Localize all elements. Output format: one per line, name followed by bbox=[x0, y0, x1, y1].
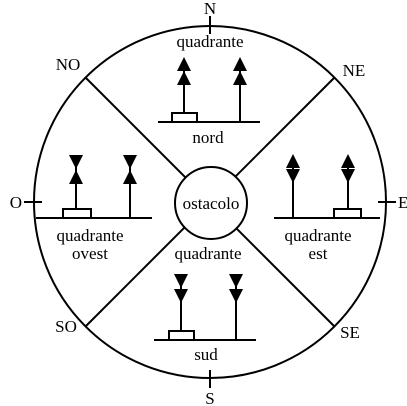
compass-label-south: S bbox=[205, 389, 214, 406]
obstacle-label: ostacolo bbox=[183, 194, 240, 213]
west-quadrant-label-line1: quadrante bbox=[56, 226, 123, 245]
east-mark-plate bbox=[333, 208, 362, 219]
north-quadrant-label-line1: quadrante bbox=[176, 32, 243, 51]
north-mark-plate bbox=[171, 112, 198, 123]
compass-label-northwest: NO bbox=[56, 55, 81, 74]
west-cardinal-mark-right bbox=[123, 155, 137, 218]
north-cardinal-mark-left bbox=[177, 57, 191, 113]
compass-label-southwest: SO bbox=[55, 317, 77, 336]
west-cardinal-mark-left bbox=[69, 155, 83, 209]
compass-label-southeast: SE bbox=[340, 323, 360, 342]
south-cardinal-mark-right bbox=[229, 274, 243, 340]
north-quadrant: quadrante nord bbox=[158, 32, 260, 147]
east-quadrant-label-line2: est bbox=[309, 244, 328, 263]
south-cardinal-mark-left bbox=[174, 274, 188, 331]
compass-label-west: O bbox=[10, 193, 22, 212]
east-cardinal-mark-right bbox=[341, 154, 355, 209]
north-cardinal-mark-right bbox=[233, 57, 247, 122]
west-quadrant: quadrante ovest bbox=[36, 155, 152, 263]
south-mark-plate bbox=[168, 330, 195, 341]
south-quadrant: quadrante sud bbox=[154, 244, 256, 364]
north-quadrant-label-line2: nord bbox=[192, 128, 224, 147]
west-quadrant-label-line2: ovest bbox=[72, 244, 108, 263]
compass-label-east: E bbox=[398, 193, 407, 212]
south-quadrant-label-line2: sud bbox=[194, 345, 218, 364]
obstacle-circle bbox=[174, 166, 248, 240]
south-quadrant-label-line1: quadrante bbox=[174, 244, 241, 263]
compass-label-northeast: NE bbox=[343, 61, 366, 80]
west-mark-plate bbox=[62, 208, 92, 219]
east-cardinal-mark-left bbox=[286, 154, 300, 218]
compass-label-north: N bbox=[204, 0, 216, 18]
east-quadrant-label-line1: quadrante bbox=[284, 226, 351, 245]
east-quadrant: quadrante est bbox=[274, 154, 380, 263]
